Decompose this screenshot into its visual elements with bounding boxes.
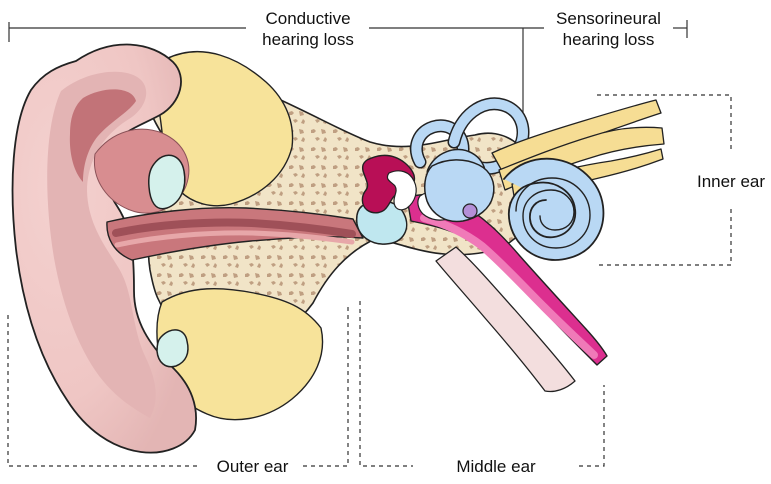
- conductive-label-line-2: hearing loss: [247, 29, 369, 50]
- sensorineural-label-line-2: hearing loss: [544, 29, 673, 50]
- vestibule: [425, 160, 494, 222]
- outer-ear-label: Outer ear: [202, 457, 303, 477]
- sensorineural-hearing-loss-label: Sensorineural hearing loss: [544, 8, 673, 50]
- lower-cartilage: [157, 330, 188, 367]
- conductive-hearing-loss-label: Conductive hearing loss: [247, 8, 369, 50]
- oval-window: [463, 204, 477, 218]
- middle-ear-label: Middle ear: [413, 457, 579, 477]
- inner-ear-label: Inner ear: [692, 172, 770, 192]
- conductive-label-line-1: Conductive: [247, 8, 369, 29]
- ear-anatomy-illustration: [13, 45, 664, 453]
- sensorineural-label-line-1: Sensorineural: [544, 8, 673, 29]
